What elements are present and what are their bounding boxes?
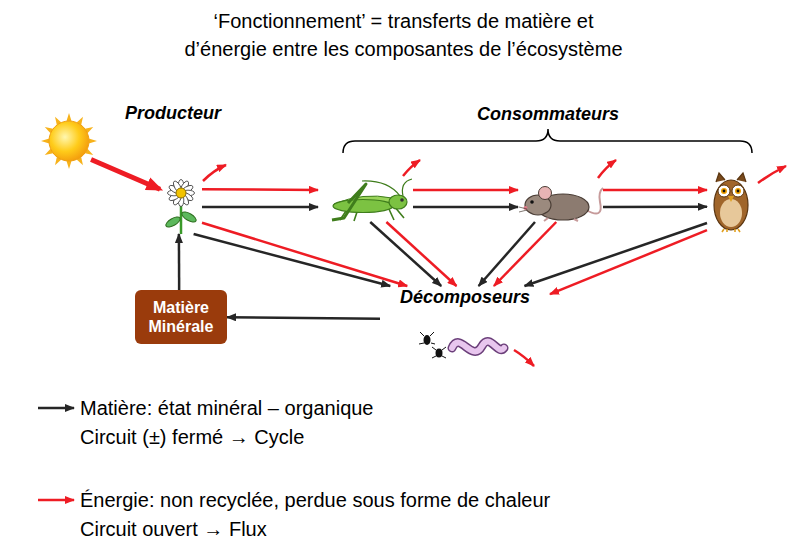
worm-body xyxy=(452,342,504,352)
sun-disc xyxy=(49,121,89,161)
mouse-foot xyxy=(544,218,578,221)
grasshopper-head xyxy=(389,195,407,209)
producer-picture xyxy=(160,178,202,234)
consumer-bracket xyxy=(343,129,752,153)
node-label: Producteur xyxy=(125,103,167,124)
heat-loss-arrow xyxy=(598,160,616,178)
heat-loss-arrow xyxy=(514,350,534,366)
owl-claw xyxy=(722,229,740,232)
energy-arrow xyxy=(202,223,407,286)
matter-arrow xyxy=(603,206,707,209)
mouse-node xyxy=(518,180,603,222)
grasshopper-node xyxy=(318,178,413,222)
flower-leaf xyxy=(180,210,197,224)
legend-arrow-line xyxy=(38,407,74,410)
owl-iris xyxy=(721,188,727,194)
flower-leaf xyxy=(164,215,181,229)
mouse-whisker xyxy=(519,207,527,212)
worm-outline xyxy=(452,342,504,352)
legend-arrow xyxy=(36,394,78,422)
flower-center xyxy=(176,188,186,198)
owl-pupil xyxy=(737,190,740,193)
energy-arrow xyxy=(550,230,707,294)
legend-text: Matière: état minéral – organique Circui… xyxy=(80,394,410,452)
owl-body xyxy=(714,180,748,230)
heat-loss-arrow xyxy=(203,165,226,181)
sun-ray xyxy=(89,138,97,143)
matter-arrow xyxy=(194,234,391,286)
bug-body xyxy=(424,335,431,345)
owl-beak xyxy=(728,196,734,202)
diagram-title: ‘Fonctionnement’ = transferts de matière… xyxy=(176,7,631,63)
grasshopper-antenna xyxy=(362,179,412,196)
legend-text: Énergie: non recyclée, perdue sous forme… xyxy=(80,486,580,544)
energy-arrow xyxy=(91,160,160,190)
owl-eye xyxy=(732,185,744,197)
legend-entry: Énergie: non recyclée, perdue sous forme… xyxy=(36,486,580,544)
producer-node: Producteur xyxy=(160,178,202,234)
energy-arrow xyxy=(494,222,556,286)
node-label: Matière Minérale xyxy=(141,298,221,336)
grasshopper-picture xyxy=(318,178,413,222)
energy-arrow xyxy=(202,188,318,191)
decomposer-node: Décomposeurs xyxy=(380,286,550,368)
matter-arrow xyxy=(370,222,441,286)
sun-ray xyxy=(41,138,49,143)
legend-arrow xyxy=(36,486,78,514)
energy-arrow xyxy=(386,222,456,286)
group-label: Consommateurs xyxy=(448,104,648,125)
mineral-box: Matière Minérale xyxy=(135,290,227,344)
owl-belly xyxy=(720,199,742,227)
node-label: Décomposeurs xyxy=(380,286,550,308)
owl-eye xyxy=(718,185,730,197)
owl-iris xyxy=(735,188,741,194)
sun-ray xyxy=(66,161,71,169)
matter-arrow xyxy=(525,223,708,286)
bug-leg xyxy=(419,332,446,358)
legend-entry: Matière: état minéral – organique Circui… xyxy=(36,394,410,452)
owl-pupil xyxy=(723,190,726,193)
sun-picture xyxy=(40,112,98,170)
energy-arrow xyxy=(413,189,518,192)
sun-ray xyxy=(66,113,71,121)
grasshopper-body xyxy=(333,200,393,213)
mouse-eye xyxy=(530,200,534,204)
sun-node xyxy=(40,112,98,170)
heat-loss-arrow xyxy=(758,166,786,183)
owl-node xyxy=(707,172,755,232)
legend-arrow-line xyxy=(38,499,74,502)
matter-arrow xyxy=(413,206,518,209)
heat-loss-arrow xyxy=(403,160,420,176)
owl-picture xyxy=(707,172,755,232)
mouse-ear xyxy=(539,187,552,200)
matter-arrow xyxy=(227,317,380,319)
matter-arrow xyxy=(178,234,181,290)
mouse-picture xyxy=(518,180,603,222)
grasshopper-hind-leg xyxy=(332,184,366,220)
grasshopper-eye xyxy=(400,198,404,202)
matter-arrow xyxy=(202,206,318,209)
bug-body xyxy=(436,349,443,358)
energy-arrow xyxy=(603,189,707,192)
